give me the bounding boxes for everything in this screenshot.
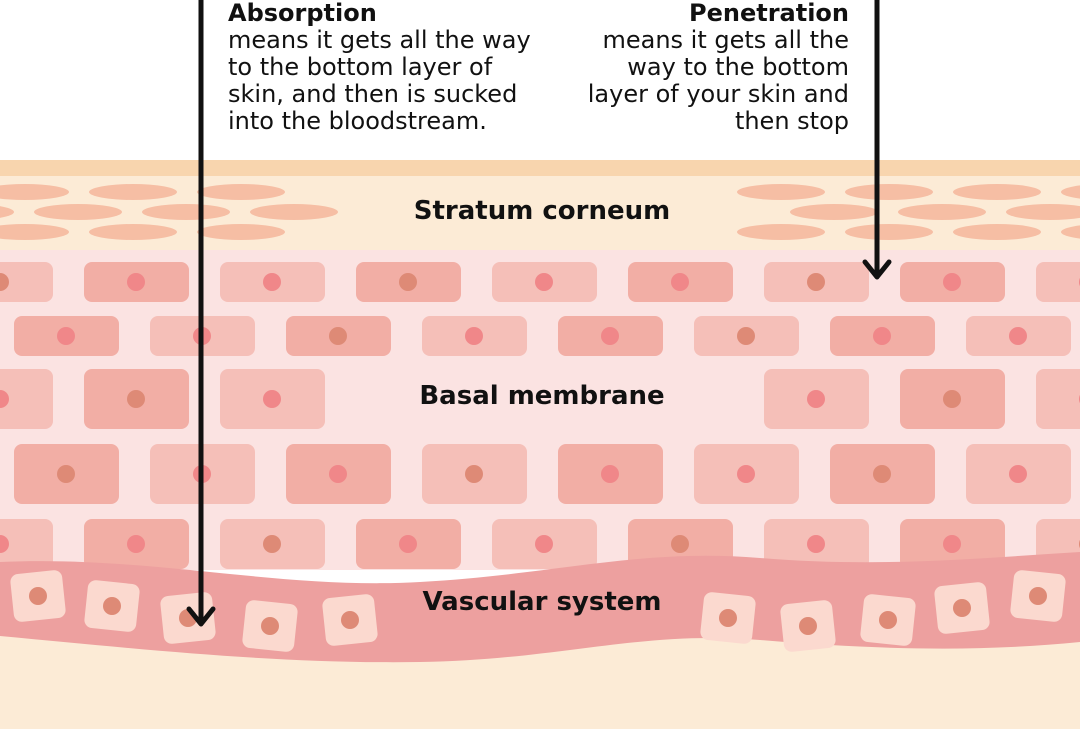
flat-cell (953, 184, 1041, 200)
flat-cell (142, 204, 230, 220)
vascular-cells (10, 570, 1066, 652)
cell-nucleus (807, 273, 825, 291)
flat-cell (250, 204, 338, 220)
flat-cell (197, 224, 285, 240)
basal-membrane-label: Basal membrane (419, 381, 665, 411)
flat-cell (1061, 225, 1080, 239)
cell-nucleus (807, 535, 825, 553)
vascular-cell-nucleus (103, 597, 121, 615)
flat-cell (0, 224, 69, 240)
cell-nucleus (737, 327, 755, 345)
flat-cell (898, 204, 986, 220)
flat-cell (34, 204, 122, 220)
absorption-description: means it gets all the way to the bottom … (228, 26, 531, 135)
cell-nucleus (465, 465, 483, 483)
vascular-cell-nucleus (953, 599, 971, 617)
cell-nucleus (0, 390, 9, 408)
penetration-title: Penetration (688, 0, 849, 27)
vascular-cell-nucleus (261, 617, 279, 635)
vascular-system-label: Vascular system (422, 587, 662, 617)
flat-cell (0, 206, 14, 218)
flat-cell (1006, 204, 1080, 220)
cell-nucleus (535, 273, 553, 291)
flat-cell (737, 184, 825, 200)
basal-cell (1036, 262, 1080, 302)
cell-nucleus (263, 273, 281, 291)
cell-nucleus (873, 327, 891, 345)
cell-nucleus (671, 273, 689, 291)
flat-cell (1061, 185, 1080, 199)
vascular-cell-nucleus (879, 611, 897, 629)
penetration-description: means it gets all the way to the bottom … (587, 26, 849, 135)
cell-nucleus (601, 465, 619, 483)
flat-cell (790, 204, 878, 220)
flat-cell (845, 224, 933, 240)
vascular-cell-nucleus (1029, 587, 1047, 605)
cell-nucleus (127, 273, 145, 291)
cell-nucleus (1009, 327, 1027, 345)
cell-nucleus (263, 390, 281, 408)
cell-nucleus (263, 535, 281, 553)
basal-cell (0, 262, 53, 302)
cell-nucleus (1009, 465, 1027, 483)
cell-nucleus (57, 465, 75, 483)
flat-cell (89, 184, 177, 200)
vascular-cell-nucleus (799, 617, 817, 635)
vascular-cell-nucleus (29, 587, 47, 605)
cell-nucleus (127, 535, 145, 553)
flat-cell (89, 224, 177, 240)
stratum-corneum-label: Stratum corneum (413, 196, 671, 226)
flat-cell (953, 224, 1041, 240)
cell-nucleus (671, 535, 689, 553)
flat-cell (0, 184, 69, 200)
stratum-corneum-cells (0, 184, 1080, 240)
penetration-caption: Penetration means it gets all the way to… (519, 0, 849, 135)
cell-nucleus (737, 465, 755, 483)
cell-nucleus (535, 535, 553, 553)
cell-nucleus (329, 327, 347, 345)
cell-nucleus (0, 273, 9, 291)
basal-cell (0, 369, 53, 429)
basal-cell (0, 519, 53, 569)
cell-nucleus (943, 273, 961, 291)
cell-nucleus (0, 535, 9, 553)
basal-cell (1036, 369, 1080, 429)
cell-nucleus (873, 465, 891, 483)
absorption-arrow (186, 0, 216, 627)
cell-nucleus (601, 327, 619, 345)
absorption-title: Absorption (228, 0, 377, 27)
vascular-cell-nucleus (341, 611, 359, 629)
penetration-arrow (862, 0, 892, 280)
flat-cell (737, 224, 825, 240)
flat-cell (845, 184, 933, 200)
cell-nucleus (943, 390, 961, 408)
cell-nucleus (465, 327, 483, 345)
basal-cells (0, 262, 1080, 569)
top-band (0, 160, 1080, 178)
cell-nucleus (399, 273, 417, 291)
cell-nucleus (57, 327, 75, 345)
vascular-cell-nucleus (719, 609, 737, 627)
cell-nucleus (807, 390, 825, 408)
absorption-caption: Absorption means it gets all the way to … (228, 0, 558, 135)
flat-cell (197, 184, 285, 200)
cell-nucleus (329, 465, 347, 483)
cell-nucleus (399, 535, 417, 553)
cell-nucleus (127, 390, 145, 408)
cell-nucleus (943, 535, 961, 553)
